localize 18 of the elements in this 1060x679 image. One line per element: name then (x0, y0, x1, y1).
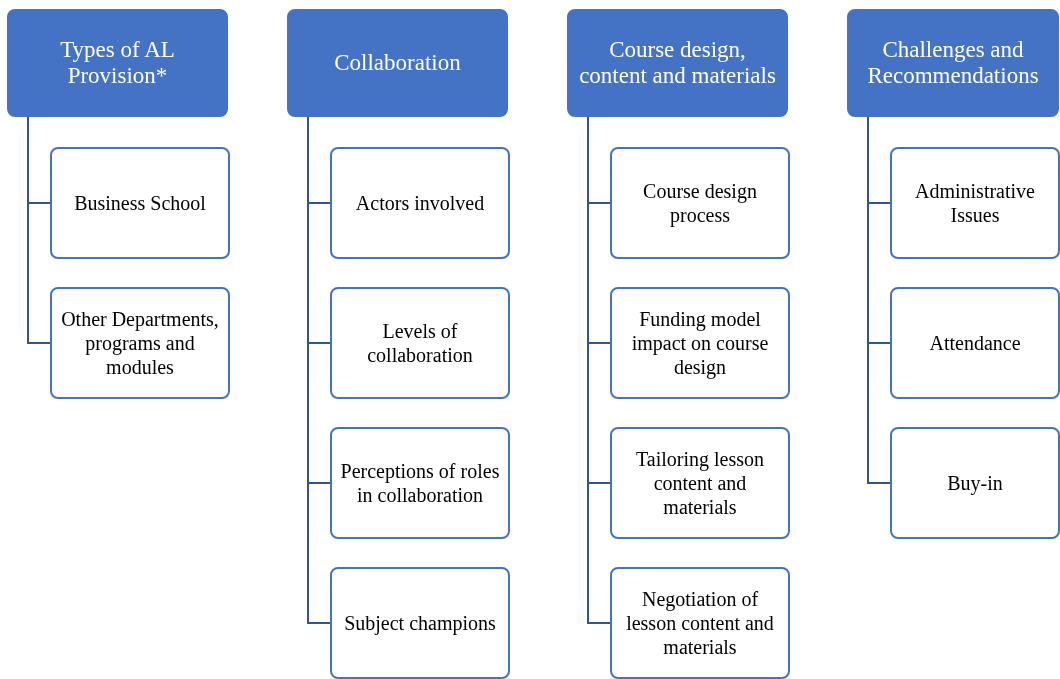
category-header-box: Challenges and Recommendations (847, 9, 1059, 117)
subtheme-box: Course design process (610, 147, 790, 259)
subtheme-box: Tailoring lesson content and materials (610, 427, 790, 539)
subtheme-box: Other Departments, programs and modules (50, 287, 230, 399)
category-header-box: Collaboration (287, 9, 508, 117)
connector-line (27, 116, 51, 344)
subtheme-box: Administrative Issues (890, 147, 1060, 259)
subtheme-box: Business School (50, 147, 230, 259)
subtheme-box: Actors involved (330, 147, 510, 259)
category-header-box: Course design, content and materials (567, 9, 788, 117)
subtheme-box: Negotiation of lesson content and materials (610, 567, 790, 679)
subtheme-box: Subject champions (330, 567, 510, 679)
subtheme-box: Funding model impact on course design (610, 287, 790, 399)
subtheme-box: Buy-in (890, 427, 1060, 539)
subtheme-box: Attendance (890, 287, 1060, 399)
subtheme-box: Perceptions of roles in collaboration (330, 427, 510, 539)
category-header-box: Types of AL Provision* (7, 9, 228, 117)
subtheme-box: Levels of collaboration (330, 287, 510, 399)
